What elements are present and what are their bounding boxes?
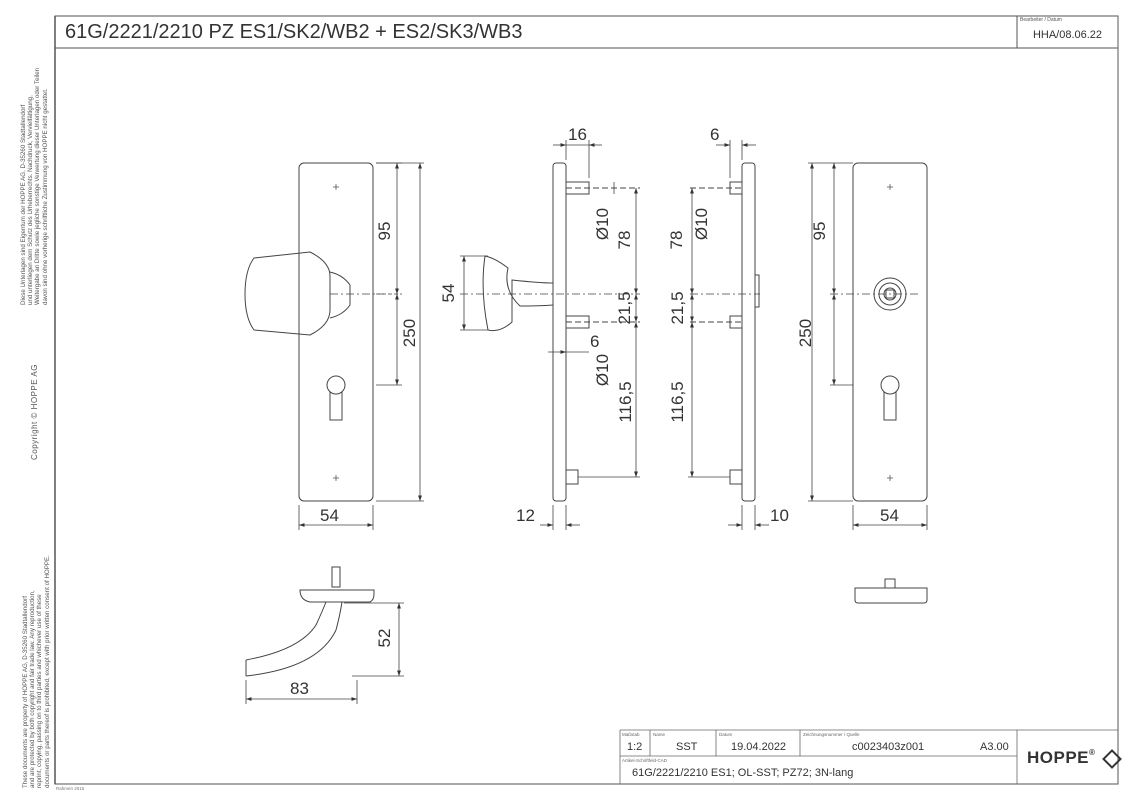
tb-scale: 1:2 (627, 741, 643, 753)
dim-12: 12 (516, 506, 535, 525)
dim-52: 52 (375, 628, 394, 648)
editor-label: Bearbeiter / Datum (1020, 17, 1062, 23)
dim-78-right: 78 (667, 230, 686, 250)
tb-name-label: Name (653, 732, 666, 737)
side-view-right (688, 140, 769, 530)
dim-dia10-right: Ø10 (692, 207, 711, 241)
dim-83: 83 (290, 679, 309, 698)
tb-drawing-no: c0023403z001 (852, 741, 925, 753)
side-view-left (460, 140, 640, 530)
dim-dia10-bottom-left: Ø10 (593, 353, 612, 387)
dim-95-right: 95 (810, 221, 829, 241)
front-view-right (808, 162, 928, 530)
dim-54-handle: 54 (439, 283, 458, 303)
dim-78-left: 78 (615, 230, 634, 250)
tb-article-label: Artikel-Schriftfeld-CAD (622, 758, 668, 763)
dim-10-right: 10 (770, 506, 789, 525)
tb-name: SST (676, 741, 698, 753)
front-view-left (244, 162, 424, 530)
dim-95-left: 95 (375, 221, 394, 241)
tb-description: 61G/2221/2210 ES1; OL-SST; PZ72; 3N-lang (632, 767, 854, 779)
tb-date-label: Datum (719, 732, 733, 737)
dim-6-left: 6 (590, 332, 600, 351)
editor-value: HHA/08.06.22 (1032, 29, 1103, 41)
dim-54-left: 54 (320, 506, 339, 525)
tb-date: 19.04.2022 (731, 741, 787, 753)
dim-6-right: 6 (710, 125, 720, 144)
dim-116-5-right: 116,5 (668, 381, 687, 423)
tb-format: A3.00 (980, 741, 1009, 753)
titleblock-grid (619, 729, 1118, 784)
hoppe-logo: HOPPE® (1027, 748, 1122, 769)
dim-dia10-top-left: Ø10 (593, 207, 612, 241)
dim-21-5-right: 21,5 (668, 291, 687, 325)
dim-116-5-left: 116,5 (616, 381, 635, 423)
dim-16: 16 (568, 125, 587, 144)
drawing-title: 61G/2221/2210 PZ ES1/SK2/WB2 + ES2/SK3/W… (65, 21, 523, 43)
tb-drawing-label: Zeichnungsnummer / Quelle (803, 732, 860, 737)
dim-250-right: 250 (796, 318, 815, 348)
top-view-handle (245, 566, 404, 704)
top-view-rosette (854, 578, 928, 604)
dim-250-left: 250 (400, 318, 419, 348)
tb-scale-label: Maßstab (622, 732, 640, 737)
frame-note: Rahmen 2015 (56, 786, 85, 791)
dim-54-right: 54 (880, 506, 899, 525)
dim-21-5-left: 21,5 (615, 291, 634, 325)
